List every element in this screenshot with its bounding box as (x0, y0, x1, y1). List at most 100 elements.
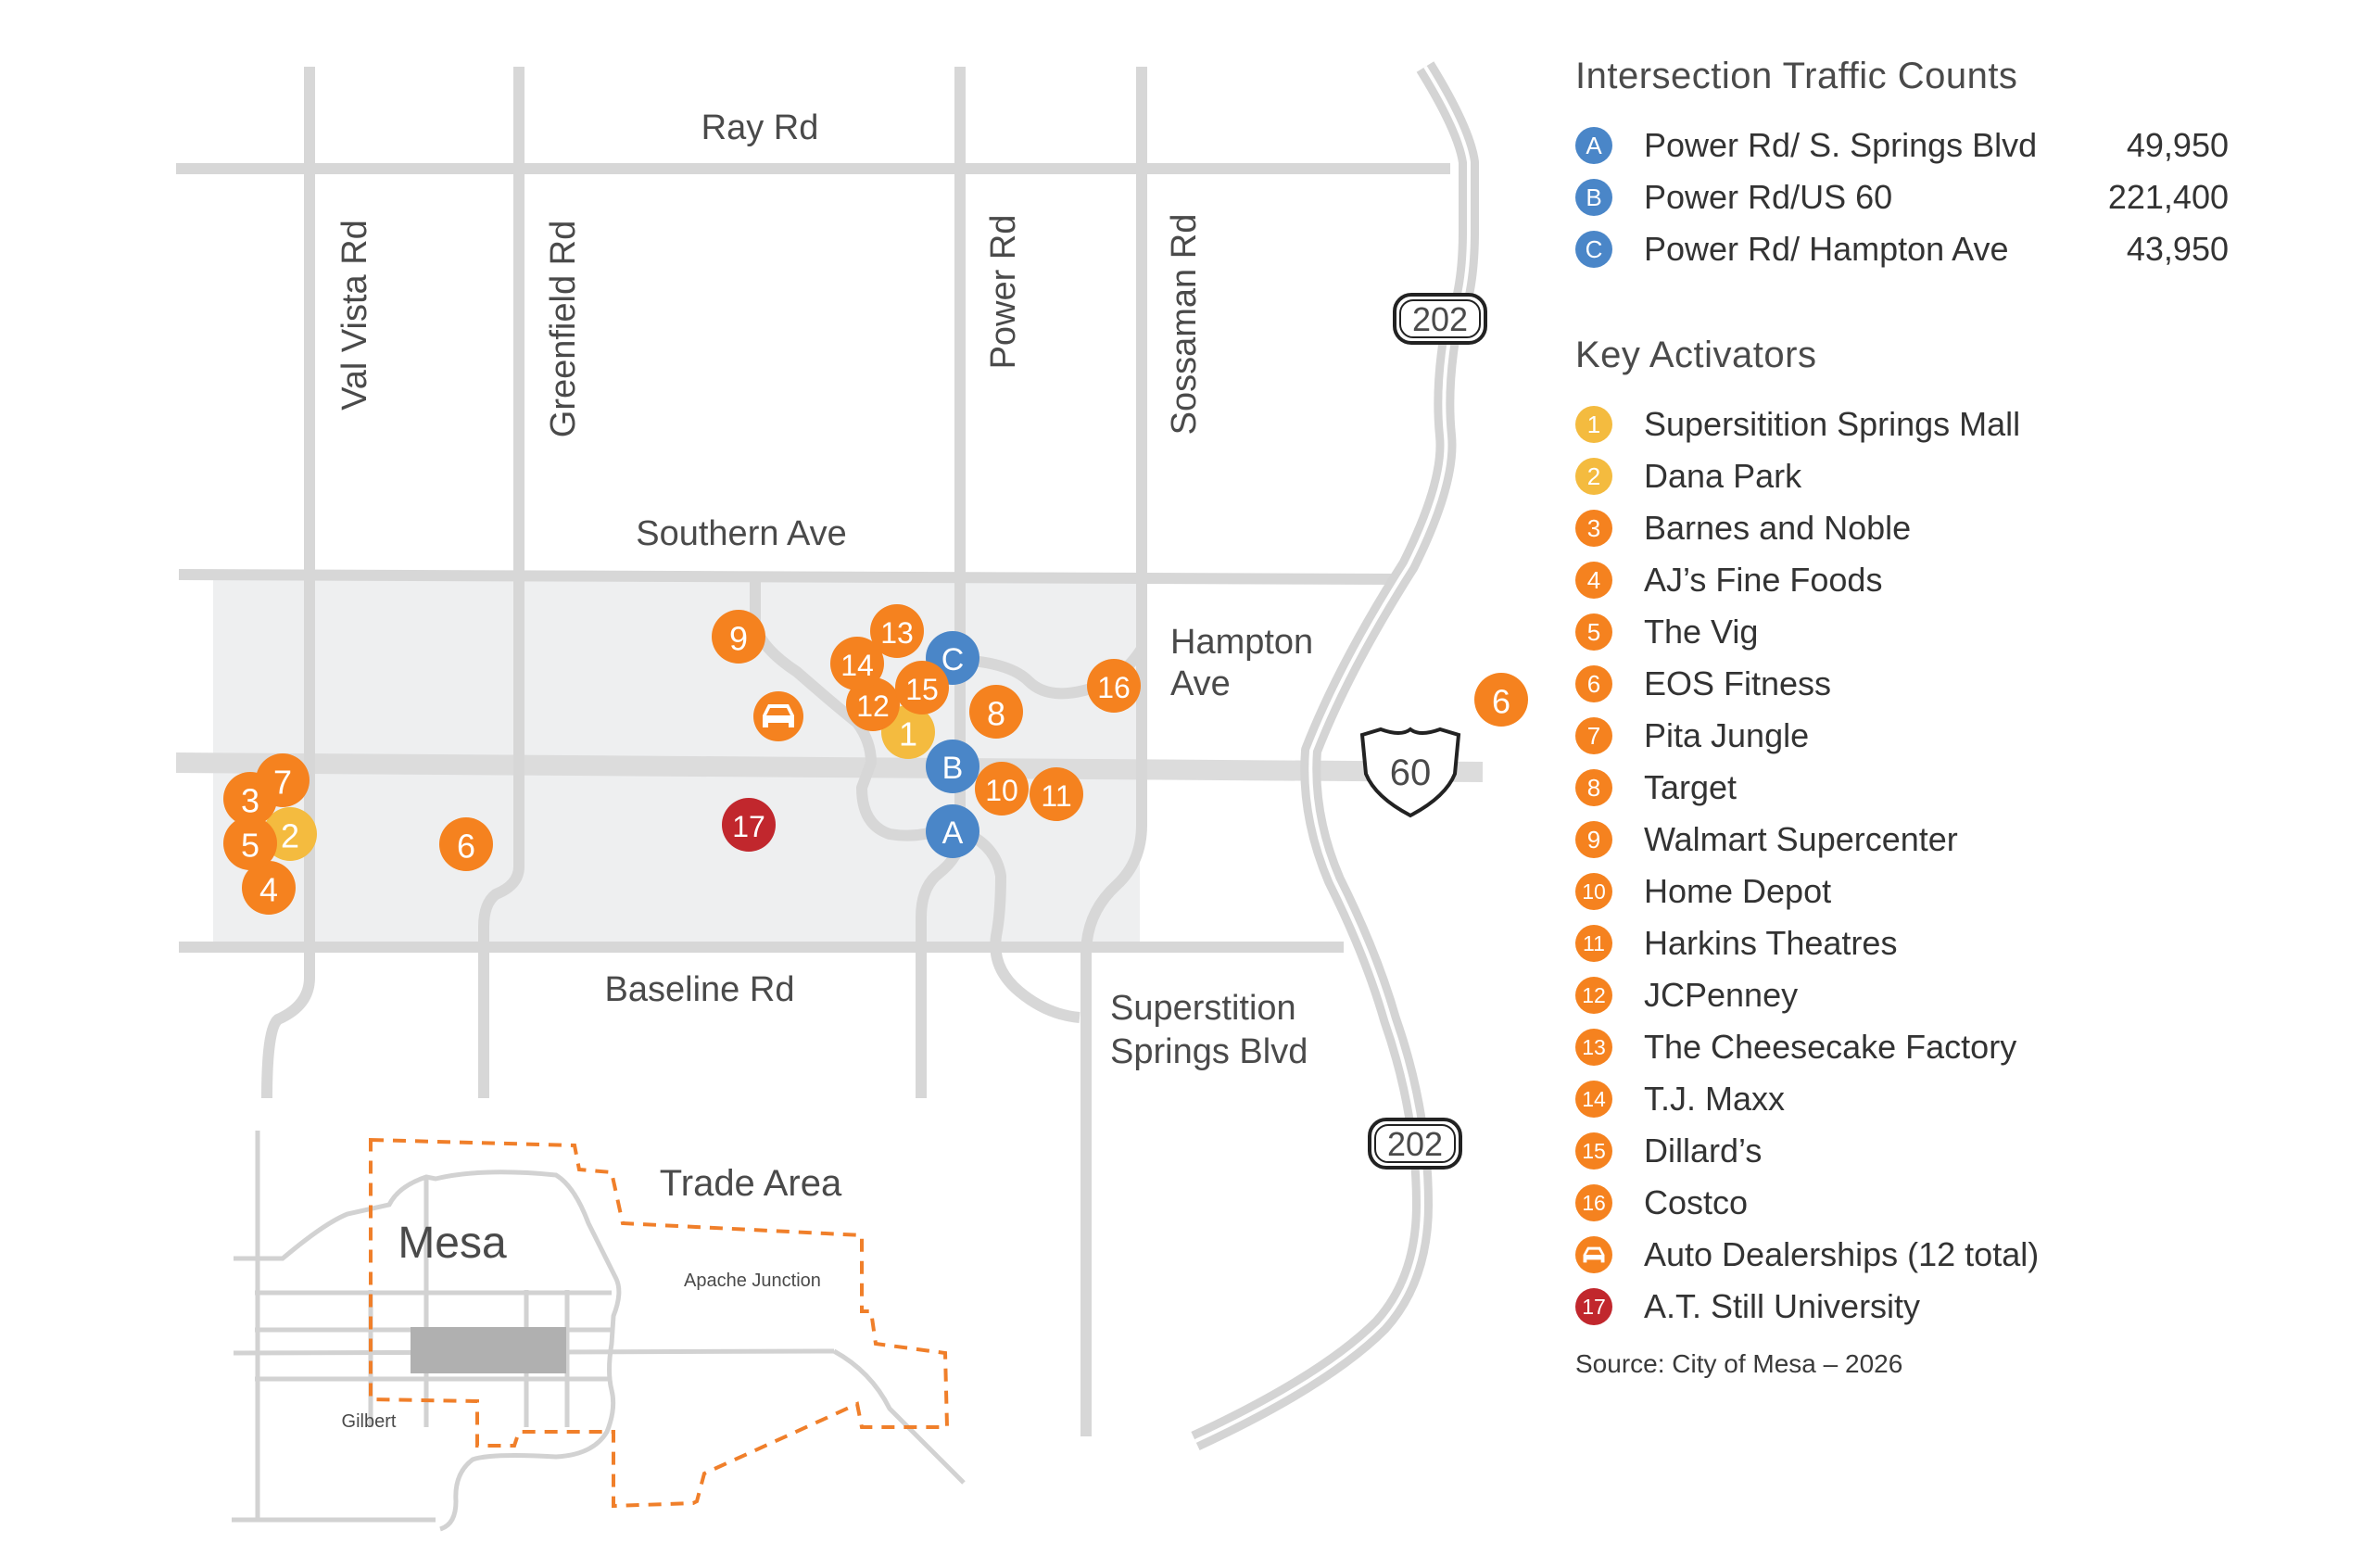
hwy-202-shield-bottom: 202 (1368, 1118, 1462, 1170)
marker-circle (242, 861, 296, 915)
traffic-counts-title: Intersection Traffic Counts (1575, 56, 2018, 96)
intersection-name: Power Rd/US 60 (1644, 178, 1893, 216)
activator-marker-label: 10 (985, 774, 1018, 807)
activator-badge: 6 (1575, 665, 1612, 702)
hwy-202-label-bottom: 202 (1387, 1125, 1443, 1163)
intersection-badge: A (1575, 127, 1612, 164)
activator-badge: 3 (1575, 510, 1612, 547)
marker-circle (846, 677, 900, 731)
activator-marker-label: 4 (259, 871, 278, 909)
apache-junction-label: Apache Junction (684, 1271, 821, 1291)
activator-name: The Cheesecake Factory (1644, 1028, 2017, 1066)
activator-marker-4: 4 (242, 861, 296, 915)
sossaman-rd-line (1080, 67, 1147, 1436)
road-network (175, 67, 1484, 1436)
ray-rd-label: Ray Rd (701, 108, 819, 147)
legend-panel: Intersection Traffic Counts A Power Rd/ S… (1575, 56, 2335, 1379)
trade-area-boundary (369, 1137, 950, 1509)
activator-badge: 8 (1575, 769, 1612, 806)
activator-name: Dana Park (1644, 457, 1802, 495)
greenfield-rd-line (478, 67, 524, 1098)
activator-name: Harkins Theatres (1644, 924, 1898, 962)
marker-circle (223, 816, 277, 870)
activator-name: Pita Jungle (1644, 716, 1810, 754)
activator-badge: 7 (1575, 717, 1612, 754)
activator-badge: 5 (1575, 613, 1612, 651)
activator-marker-label: 6 (1492, 683, 1510, 721)
source-note: Source: City of Mesa – 2026 (1575, 1349, 1903, 1378)
traffic-count-row: B Power Rd/US 60 221,400 (1575, 171, 2335, 223)
hampton-ave-label-2: Ave (1170, 664, 1231, 703)
activator-name: JCPenney (1644, 976, 1799, 1014)
us60-line (175, 752, 1484, 782)
marker-circle (830, 637, 884, 690)
marker-circle (1474, 673, 1528, 727)
marker-circle (256, 753, 310, 807)
legend-spacer (1575, 275, 2335, 335)
activator-name: Supersitition Springs Mall (1644, 405, 2021, 443)
activator-name: Auto Dealerships (12 total) (1644, 1235, 2040, 1273)
intersection-badge: C (1575, 231, 1612, 268)
activator-marker-label: 13 (880, 616, 914, 650)
superstition-springs-label-2: Springs Blvd (1110, 1032, 1308, 1071)
activator-marker-5: 5 (223, 816, 277, 870)
superstition-springs-label-1: Superstition (1110, 989, 1296, 1028)
mesa-label: Mesa (398, 1219, 507, 1268)
southern-ave-line (178, 569, 1400, 585)
marker-circle (926, 740, 979, 793)
activator-name: EOS Fitness (1644, 664, 1832, 702)
activator-name: Target (1644, 768, 1738, 806)
activator-marker-8: 8 (969, 685, 1023, 739)
inset-study-area (411, 1327, 566, 1373)
activator-badge: 17 (1575, 1288, 1612, 1325)
activator-name: Walmart Supercenter (1644, 820, 1958, 858)
activator-marker-14: 14 (830, 637, 884, 690)
traffic-count-value: 49,950 (2126, 126, 2229, 164)
sossaman-rd-label: Sossaman Rd (1165, 214, 1204, 436)
activator-name: The Vig (1644, 613, 1759, 651)
power-rd-label: Power Rd (984, 215, 1023, 370)
marker-circle (975, 762, 1029, 816)
activator-marker-label: 9 (729, 620, 748, 658)
market-st-line (750, 579, 943, 841)
intersection-name: Power Rd/ Hampton Ave (1644, 230, 2009, 268)
traffic-count-value: 43,950 (2126, 230, 2229, 268)
intersection-badge: B (1575, 179, 1612, 216)
marker-circle (712, 610, 765, 664)
activator-marker-label: 3 (241, 782, 259, 820)
activator-row: 13 The Cheesecake Factory (1575, 1021, 2335, 1073)
activator-row: 8 Target (1575, 762, 2335, 814)
marker-circle (895, 661, 949, 714)
marker-circle (722, 798, 776, 852)
activator-name: A.T. Still University (1644, 1287, 1921, 1325)
activator-name: Home Depot (1644, 872, 1832, 910)
hwy-202-shield-top: 202 (1393, 293, 1487, 345)
activator-marker-label: 1 (899, 715, 917, 753)
activator-marker-17: 17 (722, 798, 776, 852)
activator-name: Barnes and Noble (1644, 509, 1912, 547)
activator-marker-label: 2 (281, 817, 299, 855)
marker-circle (926, 804, 979, 858)
intersection-name: Power Rd/ S. Springs Blvd (1644, 126, 2038, 164)
trade-area-label: Trade Area (660, 1163, 842, 1204)
activator-marker-label: 11 (1041, 779, 1071, 813)
traffic-count-row: C Power Rd/ Hampton Ave 43,950 (1575, 223, 2335, 275)
activator-badge: 9 (1575, 821, 1612, 858)
marker-circle (969, 685, 1023, 739)
val-vista-rd-label: Val Vista Rd (335, 220, 374, 411)
activator-marker-label: 7 (273, 764, 292, 802)
activator-badge: 13 (1575, 1029, 1612, 1066)
activator-marker-label: 15 (905, 673, 939, 706)
activator-marker-15: 15 (895, 661, 949, 714)
traffic-count-value: 221,400 (2107, 178, 2229, 216)
